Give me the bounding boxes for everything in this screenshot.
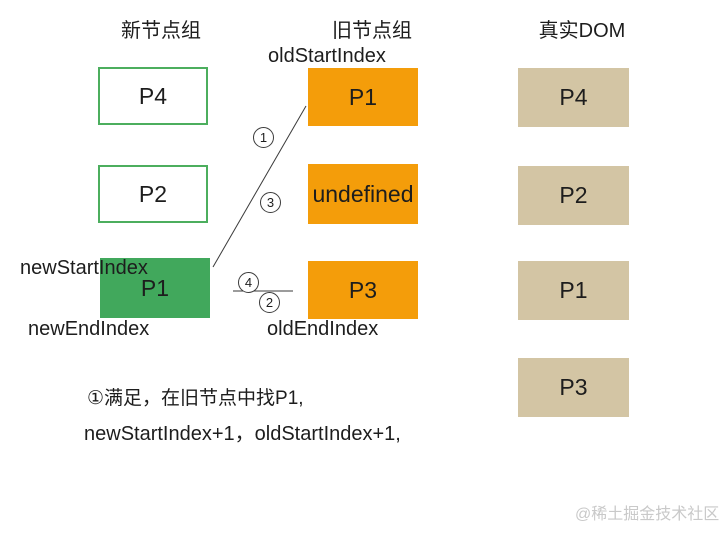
real-dom-p1: P1 <box>518 261 629 320</box>
new-node-p1: P1 <box>100 258 210 318</box>
diagonal-match-line <box>212 105 307 268</box>
old-node-undefined: undefined <box>308 164 418 224</box>
watermark: @稀土掘金技术社区 <box>575 506 720 523</box>
header-real-dom: 真实DOM <box>538 20 626 42</box>
real-dom-p2: P2 <box>518 166 629 225</box>
pointer-old-end-index: oldEndIndex <box>267 318 379 340</box>
new-node-p4: P4 <box>98 67 208 125</box>
real-dom-p3: P3 <box>518 358 629 417</box>
step-marker-2: 2 <box>259 292 280 313</box>
pointer-new-end-index: newEndIndex <box>28 318 150 340</box>
header-old-group: 旧节点组 <box>332 20 412 42</box>
step-marker-4: 4 <box>238 272 259 293</box>
real-dom-p4: P4 <box>518 68 629 127</box>
old-node-p3: P3 <box>308 261 418 319</box>
old-node-p1: P1 <box>308 68 418 126</box>
step-marker-3: 3 <box>260 192 281 213</box>
step-marker-1: 1 <box>253 127 274 148</box>
note-line-1: ①满足，在旧节点中找P1, <box>87 388 304 409</box>
header-new-group: 新节点组 <box>121 20 201 42</box>
new-node-p2: P2 <box>98 165 208 223</box>
pointer-new-start-index: newStartIndex <box>20 257 148 279</box>
note-line-2: newStartIndex+1，oldStartIndex+1, <box>84 423 401 445</box>
pointer-old-start-index: oldStartIndex <box>268 45 386 67</box>
